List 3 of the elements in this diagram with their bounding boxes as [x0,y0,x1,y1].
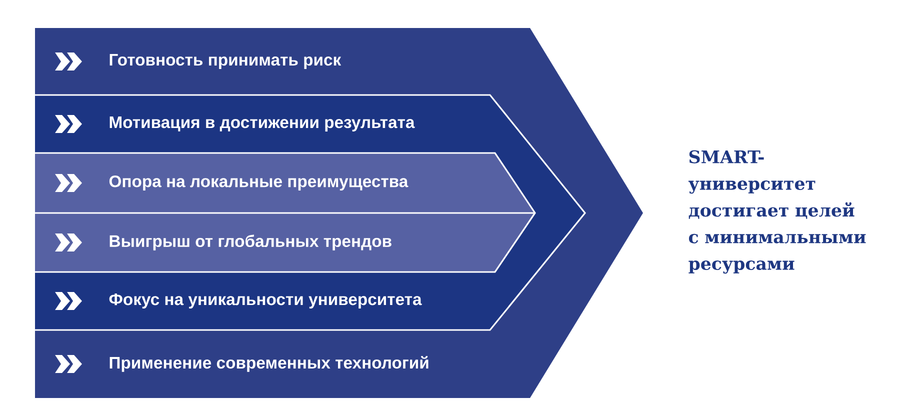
chevron-band: Выигрыш от глобальных трендов [35,213,535,272]
caption-text: SMART- университет достигает целей с минимальными ресурсами [688,150,866,274]
chevron-band: Опора на локальные преимущества [35,153,535,213]
